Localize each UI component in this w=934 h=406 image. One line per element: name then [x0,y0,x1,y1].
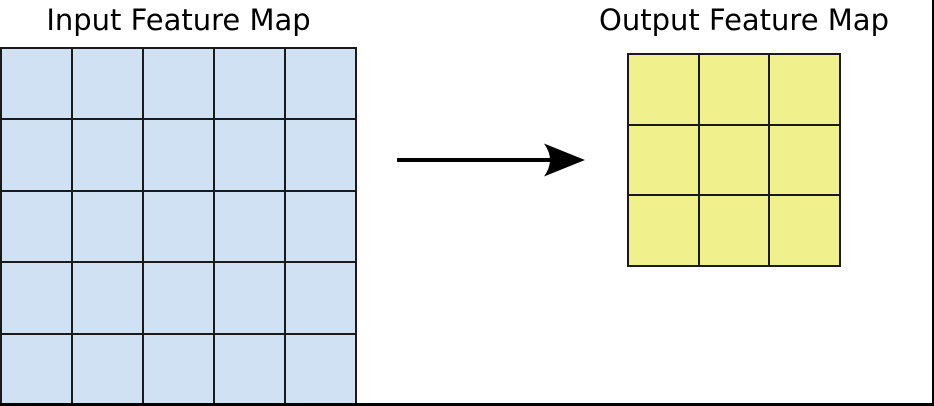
input-grid-cell [1,48,72,120]
input-grid-cell [285,262,356,334]
input-grid-cell [143,190,214,263]
input-grid-cell [72,48,143,120]
input-grid-cell [72,119,143,191]
output-grid-cell [769,124,840,196]
input-grid-cell [285,119,356,191]
output-grid-cell [769,195,840,266]
output-grid-cell [698,54,770,125]
input-grid-cell [1,333,72,403]
input-grid-cell [143,48,214,120]
output-grid-cell [628,54,699,125]
output-feature-map-grid [627,53,841,267]
output-feature-map-title: Output Feature Map [599,3,889,37]
input-grid-cell [1,190,72,263]
input-grid-cell [143,262,214,334]
input-grid-cell [214,48,285,120]
input-grid-cell [1,119,72,191]
input-feature-map-title: Input Feature Map [46,3,311,37]
input-grid-cell [214,190,285,263]
input-grid-cell [143,119,214,191]
input-grid-cell [1,262,72,334]
input-grid-cell [214,119,285,191]
transform-arrow-icon [397,143,585,177]
input-grid-cell [72,190,143,263]
input-grid-cell [72,333,143,403]
input-grid-cell [285,190,356,263]
output-grid-cell [698,195,770,266]
output-grid-cell [628,124,699,196]
output-grid-cell [628,195,699,266]
input-grid-cell [285,48,356,120]
input-grid-cell [214,333,285,403]
input-feature-map-grid [0,47,357,403]
output-grid-cell [698,124,770,196]
output-grid-cell [769,54,840,125]
input-grid-cell [143,333,214,403]
input-grid-cell [214,262,285,334]
input-grid-cell [72,262,143,334]
input-grid-cell [285,333,356,403]
